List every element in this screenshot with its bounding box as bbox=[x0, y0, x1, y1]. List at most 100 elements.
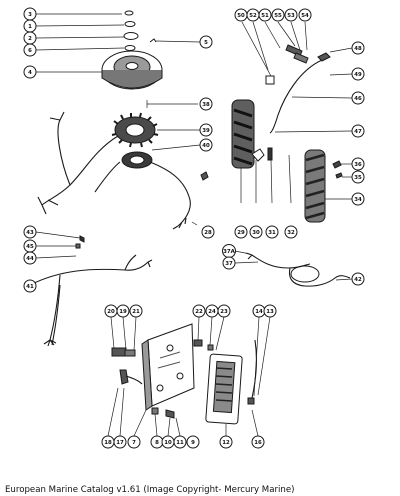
svg-text:54: 54 bbox=[301, 13, 309, 19]
callout-54: 54 bbox=[298, 8, 312, 22]
rectifier-group bbox=[231, 21, 353, 223]
callout-22: 22 bbox=[192, 304, 206, 318]
ground-wire bbox=[269, 59, 323, 134]
svg-text:21: 21 bbox=[132, 309, 140, 315]
flywheel-hub bbox=[125, 62, 139, 70]
callout-36: 36 bbox=[351, 157, 365, 171]
svg-text:34: 34 bbox=[354, 197, 362, 203]
callout-24: 24 bbox=[205, 304, 219, 318]
svg-text:46: 46 bbox=[354, 96, 362, 102]
callout-11: 11 bbox=[173, 435, 187, 449]
callout-32: 32 bbox=[284, 225, 298, 239]
callout-51: 51 bbox=[258, 8, 272, 22]
callout-39: 39 bbox=[199, 123, 213, 137]
callout-21: 21 bbox=[129, 304, 143, 318]
ignition-coil-part bbox=[304, 149, 326, 223]
callout-7: 7 bbox=[127, 435, 141, 449]
callout-52: 52 bbox=[246, 8, 260, 22]
svg-text:19: 19 bbox=[119, 309, 127, 315]
svg-text:11: 11 bbox=[176, 440, 184, 446]
svg-text:9: 9 bbox=[191, 440, 195, 446]
callout-1: 1 bbox=[23, 19, 37, 33]
svg-text:30: 30 bbox=[252, 230, 260, 236]
svg-text:37A: 37A bbox=[223, 249, 236, 255]
callout-40: 40 bbox=[199, 138, 213, 152]
svg-text:13: 13 bbox=[266, 309, 274, 315]
callout-20: 20 bbox=[104, 304, 118, 318]
svg-text:45: 45 bbox=[26, 244, 34, 250]
svg-text:23: 23 bbox=[220, 309, 228, 315]
callout-48: 48 bbox=[351, 41, 365, 55]
trigger-part bbox=[121, 151, 153, 169]
callout-8: 8 bbox=[150, 435, 164, 449]
svg-text:39: 39 bbox=[202, 128, 210, 134]
connector-part bbox=[111, 347, 127, 357]
callout-37: 37 bbox=[222, 256, 236, 270]
callout-17: 17 bbox=[113, 435, 127, 449]
main-harness-wire bbox=[29, 254, 153, 347]
svg-text:55: 55 bbox=[274, 13, 282, 19]
svg-text:6: 6 bbox=[28, 48, 32, 54]
callout-14: 14 bbox=[252, 304, 266, 318]
callout-5: 5 bbox=[199, 35, 213, 49]
svg-text:31: 31 bbox=[268, 230, 276, 236]
cup-washer-part bbox=[124, 45, 136, 51]
svg-text:51: 51 bbox=[261, 13, 269, 19]
callout-6: 6 bbox=[23, 43, 37, 57]
callout-41: 41 bbox=[23, 279, 37, 293]
callout-37a: 37A bbox=[222, 244, 236, 258]
callout-42: 42 bbox=[351, 272, 365, 286]
callout-44: 44 bbox=[23, 251, 37, 265]
harness-group bbox=[29, 231, 353, 347]
svg-text:16: 16 bbox=[254, 440, 262, 446]
switch-box-part bbox=[205, 353, 243, 425]
callout-45: 45 bbox=[23, 239, 37, 253]
nut-part bbox=[124, 10, 134, 16]
svg-text:36: 36 bbox=[354, 162, 362, 168]
callout-9: 9 bbox=[186, 435, 200, 449]
coil-assembly-part bbox=[231, 99, 255, 169]
svg-text:41: 41 bbox=[26, 284, 34, 290]
svg-text:17: 17 bbox=[116, 440, 124, 446]
svg-text:5: 5 bbox=[204, 40, 208, 46]
callout-50: 50 bbox=[234, 8, 248, 22]
svg-text:2: 2 bbox=[28, 36, 32, 42]
flywheel-group bbox=[35, 10, 201, 90]
svg-text:52: 52 bbox=[249, 13, 257, 19]
svg-text:32: 32 bbox=[287, 230, 295, 236]
callout-30: 30 bbox=[249, 225, 263, 239]
callout-3: 3 bbox=[23, 7, 37, 21]
callout-55: 55 bbox=[271, 8, 285, 22]
svg-text:14: 14 bbox=[255, 309, 263, 315]
svg-text:40: 40 bbox=[202, 143, 210, 149]
callout-layer: 3 1 2 6 4 5 38 39 40 28 50 52 51 55 53 5… bbox=[23, 7, 365, 449]
svg-text:18: 18 bbox=[104, 440, 112, 446]
svg-text:28: 28 bbox=[204, 230, 212, 236]
callout-43: 43 bbox=[23, 225, 37, 239]
svg-text:10: 10 bbox=[164, 440, 172, 446]
callout-46: 46 bbox=[351, 91, 365, 105]
stator-part bbox=[111, 112, 159, 148]
callout-23: 23 bbox=[217, 304, 231, 318]
svg-text:7: 7 bbox=[132, 440, 136, 446]
stator-harness-wire bbox=[37, 111, 119, 215]
mounting-bracket-part bbox=[141, 323, 195, 411]
callout-29: 29 bbox=[234, 225, 248, 239]
svg-text:22: 22 bbox=[195, 309, 203, 315]
callout-38: 38 bbox=[199, 97, 213, 111]
callout-13: 13 bbox=[263, 304, 277, 318]
callout-19: 19 bbox=[116, 304, 130, 318]
callout-4: 4 bbox=[23, 65, 37, 79]
svg-text:24: 24 bbox=[208, 309, 216, 315]
svg-text:50: 50 bbox=[237, 13, 245, 19]
svg-text:44: 44 bbox=[26, 256, 34, 262]
callout-35: 35 bbox=[351, 170, 365, 184]
rectifier-harness-wire bbox=[245, 252, 351, 287]
image-caption: European Marine Catalog v1.61 (Image Cop… bbox=[5, 485, 295, 495]
svg-text:4: 4 bbox=[28, 70, 32, 76]
callout-53: 53 bbox=[284, 8, 298, 22]
svg-text:3: 3 bbox=[28, 12, 32, 18]
callout-10: 10 bbox=[161, 435, 175, 449]
svg-text:38: 38 bbox=[202, 102, 210, 108]
